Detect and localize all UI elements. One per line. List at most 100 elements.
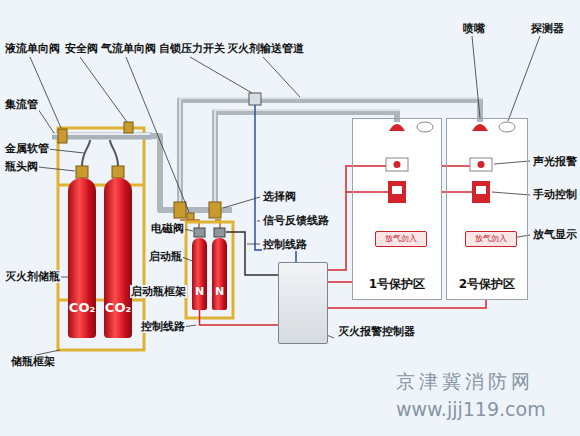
detector xyxy=(499,122,515,132)
agent-pipe-shine xyxy=(180,98,482,208)
control-wire xyxy=(328,281,352,283)
callout-label: 集流管 xyxy=(4,98,39,111)
start-bottle-text: N xyxy=(212,285,227,298)
leader-line xyxy=(30,57,61,128)
agent-pipe xyxy=(180,100,480,210)
storage-frame xyxy=(58,128,144,350)
nozzle xyxy=(389,124,405,131)
protection-zone: 1号保护区 放气勿入 xyxy=(352,118,442,300)
callout-label: 灭火剂输送管道 xyxy=(226,42,305,55)
metal-hose xyxy=(82,140,118,166)
watermark: 京津冀消防网 xyxy=(395,370,535,394)
start-bottle: N xyxy=(192,238,207,310)
leader-line xyxy=(80,57,127,122)
leader-line xyxy=(190,57,252,93)
leader-line xyxy=(494,161,530,164)
alarm-wire xyxy=(328,166,386,270)
callout-label: 信号反馈线路 xyxy=(262,214,330,227)
alarm-controller-text: 灭火报警控制器 xyxy=(337,325,416,338)
sound-light-alarm xyxy=(470,158,492,171)
solenoid-valve xyxy=(194,228,205,237)
callout-label: 灭火剂储瓶 xyxy=(4,270,61,283)
leader-line xyxy=(508,36,540,121)
leader-line xyxy=(257,221,260,222)
leader-line xyxy=(263,57,300,97)
nozzle xyxy=(389,124,488,131)
manual-control xyxy=(388,181,490,203)
pressure-switch xyxy=(249,93,261,105)
agent-pipe xyxy=(215,112,397,210)
warning-sign: 放气勿入 xyxy=(375,231,427,247)
callout-label: 自锁压力开关 xyxy=(158,42,226,55)
callout-label: 启动瓶框架 xyxy=(130,285,187,298)
selection-valve xyxy=(174,202,221,218)
safety-valve xyxy=(124,122,133,133)
agent-cylinder-text: CO₂ xyxy=(104,300,132,316)
callout-label: 安全阀 xyxy=(64,42,99,55)
callout-label: 声光报警 xyxy=(532,155,578,168)
protection-zone: 2号保护区 放气勿入 xyxy=(446,118,528,300)
sound-light-alarm xyxy=(386,158,492,171)
manual-control xyxy=(392,186,402,194)
leader-line xyxy=(38,167,75,171)
liquid-check-valve xyxy=(58,129,67,143)
sound-light-alarm xyxy=(386,158,408,171)
callout-label: 储瓶框架 xyxy=(10,355,56,368)
start-frame xyxy=(186,222,233,318)
alarm-controller: 灭火报警控制器 xyxy=(278,262,328,344)
zone-ground xyxy=(352,118,442,300)
zone-ground xyxy=(446,118,528,300)
agent-cylinder: CO₂ xyxy=(104,178,132,338)
callout-label: 控制线路 xyxy=(140,320,186,333)
callout-label: 选择阀 xyxy=(262,190,297,203)
warning-sign-text: 放气勿入 xyxy=(376,232,426,246)
agent-pipe xyxy=(150,100,480,210)
manual-control xyxy=(476,186,486,194)
agent-pipe-shine xyxy=(180,98,482,208)
callout-label: 瓶头阀 xyxy=(4,160,39,173)
warning-sign: 放气勿入 xyxy=(465,231,517,247)
cylinder-valve xyxy=(76,166,88,178)
cylinder-valve xyxy=(76,166,124,178)
callout-label: 电磁阀 xyxy=(150,222,185,235)
callout-label: 金属软管 xyxy=(4,142,50,155)
cylinder-valve xyxy=(112,166,124,178)
alarm-wire xyxy=(328,166,472,270)
gas-check-valve xyxy=(187,213,194,220)
selection-valve xyxy=(174,202,186,218)
leader-line xyxy=(247,244,260,245)
sound-light-alarm xyxy=(478,161,485,168)
gas-check-valve xyxy=(187,213,194,220)
solenoid-valve xyxy=(214,228,225,237)
leader-line xyxy=(492,192,530,195)
sound-light-alarm xyxy=(394,161,401,168)
manual-control xyxy=(388,181,406,203)
detector xyxy=(417,122,433,132)
protection-zone-text: 1号保护区 xyxy=(353,277,441,291)
callout-label: 气流单向阀 xyxy=(100,42,157,55)
nozzle xyxy=(472,124,488,131)
callout-label: 喷嘴 xyxy=(462,22,486,35)
agent-pipe-shine xyxy=(215,110,399,208)
callout-label: 液流单向阀 xyxy=(4,42,61,55)
selection-valve xyxy=(209,202,221,218)
agent-cylinder: CO₂ xyxy=(68,178,96,338)
manual-control xyxy=(472,181,490,203)
leader-line xyxy=(223,197,260,208)
watermark: www.jjj119.com xyxy=(395,398,547,422)
safety-valve xyxy=(124,122,133,133)
start-bottle: N xyxy=(212,238,227,310)
start-frame xyxy=(186,222,233,318)
leader-line xyxy=(30,36,540,355)
detector xyxy=(417,122,515,132)
storage-frame xyxy=(58,128,144,350)
warning-sign-text: 放气勿入 xyxy=(466,232,516,246)
control-wire xyxy=(200,310,279,325)
leader-line xyxy=(472,36,480,118)
control-wire xyxy=(328,300,486,308)
start-bottle-text: N xyxy=(192,285,207,298)
liquid-check-valve xyxy=(58,129,67,143)
protection-zone-text: 2号保护区 xyxy=(447,277,527,291)
leader-line xyxy=(126,57,189,212)
metal-hose xyxy=(110,140,118,166)
